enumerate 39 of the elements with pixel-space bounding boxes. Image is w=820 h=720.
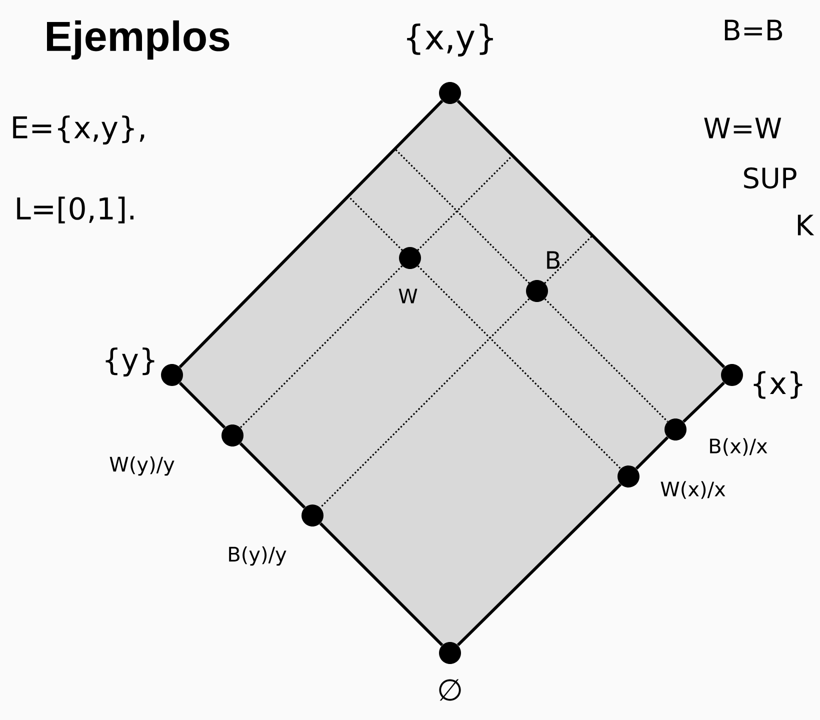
point-label: ∅ <box>439 679 461 701</box>
lattice-edge <box>456 483 622 646</box>
lattice-point <box>721 364 743 386</box>
lattice-point <box>618 466 640 488</box>
note-text: SUP <box>744 167 796 189</box>
lattice-edge <box>178 382 226 429</box>
guide-line <box>320 298 530 508</box>
note-text: E={x,y}, <box>13 116 144 145</box>
point-label: W(y)/y <box>110 456 174 476</box>
lattice-point <box>222 424 244 446</box>
lattice-point <box>439 642 461 664</box>
lattice-point <box>399 247 421 269</box>
lattice-edge <box>456 100 726 368</box>
lattice-edge <box>239 442 306 509</box>
note-text: K <box>798 214 814 236</box>
lattice-point <box>664 418 686 440</box>
lattice-edge <box>635 436 669 470</box>
point-label: {x,y} <box>407 24 493 56</box>
point-label: W(x)/x <box>660 481 726 499</box>
guide-line <box>240 265 403 428</box>
lattice-edge <box>319 522 444 646</box>
guide-line <box>544 298 668 422</box>
point-label: W <box>398 288 418 304</box>
point-label: B(y)/y <box>229 546 286 566</box>
point-label: {y} <box>106 347 154 377</box>
guide-line <box>417 265 622 470</box>
point-label: B(x)/x <box>710 438 768 456</box>
lattice-edge <box>178 100 444 368</box>
lattice-point <box>439 82 461 104</box>
point-label: B <box>547 251 560 269</box>
note-text: L=[0,1]. <box>17 196 134 224</box>
lattice-point <box>302 504 324 526</box>
title: Ejemplos <box>47 20 230 60</box>
lattice-point <box>161 364 183 386</box>
lattice-edge <box>682 382 725 423</box>
note-text: W=W <box>704 118 782 138</box>
point-label: {x} <box>754 371 802 399</box>
lattice-point <box>526 280 548 302</box>
note-text: B=B <box>724 20 782 40</box>
